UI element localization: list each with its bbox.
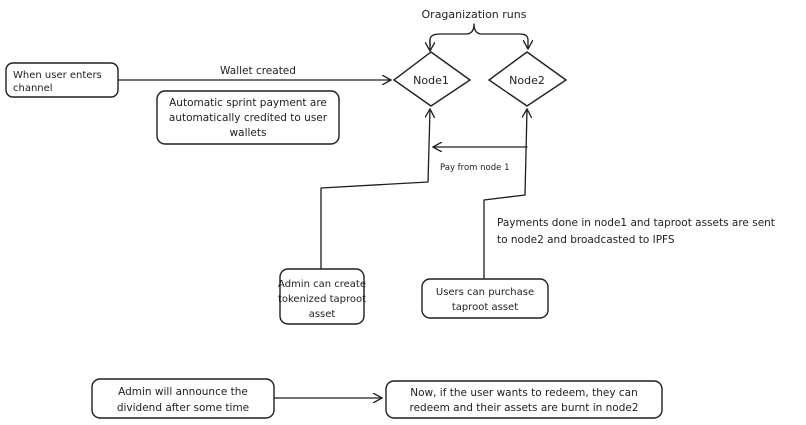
sprint-payment-box: Automatic sprint payment are automatical… <box>156 90 340 145</box>
node2: Node2 <box>487 51 568 107</box>
admin-create-line-3: asset <box>309 309 336 320</box>
redeem-line-2: redeem and their assets are burnt in nod… <box>409 402 638 414</box>
admin-dividend-box: Admin will announce the dividend after s… <box>91 378 275 419</box>
admin-dividend-line-2: dividend after some time <box>117 402 249 414</box>
wallet-created-label: Wallet created <box>220 65 296 77</box>
sprint-payment-line-2: automatically credited to user <box>169 112 328 124</box>
admin-dividend-line-1: Admin will announce the <box>118 386 248 398</box>
sprint-payment-line-1: Automatic sprint payment are <box>169 97 327 109</box>
users-purchase-line-1: Users can purchase <box>436 287 534 298</box>
redeem-line-1: Now, if the user wants to redeem, they c… <box>410 387 637 399</box>
admin-create-asset-box: Admin can create tokenized taproot asset <box>278 268 366 325</box>
users-purchase-box: Users can purchase taproot asset <box>421 278 549 319</box>
payments-note-line-2: to node2 and broadcasted to IPFS <box>497 234 675 246</box>
node1-label: Node1 <box>413 74 449 87</box>
node2-label: Node2 <box>509 74 545 87</box>
user-enters-channel-box: When user enters channel <box>5 62 119 98</box>
user-enters-line-1: When user enters <box>13 70 102 81</box>
node1: Node1 <box>392 51 472 107</box>
admin-create-line-2: tokenized taproot <box>278 294 366 305</box>
node1-diamond <box>392 51 472 107</box>
admin-create-to-node1-arrow <box>320 110 430 269</box>
user-enters-line-2: channel <box>13 83 53 94</box>
users-purchase-line-2: taproot asset <box>452 302 518 313</box>
admin-create-line-1: Admin can create <box>278 279 366 290</box>
pay-from-node1-label: Pay from node 1 <box>440 163 510 173</box>
sprint-payment-line-3: wallets <box>230 127 267 139</box>
node2-diamond <box>487 51 568 107</box>
organization-runs-label: Oraganization runs <box>422 8 527 21</box>
organization-brace <box>429 23 528 48</box>
payments-note-line-1: Payments done in node1 and taproot asset… <box>497 217 775 229</box>
users-purchase-to-node2-arrow <box>483 110 527 279</box>
redeem-box: Now, if the user wants to redeem, they c… <box>385 380 663 419</box>
